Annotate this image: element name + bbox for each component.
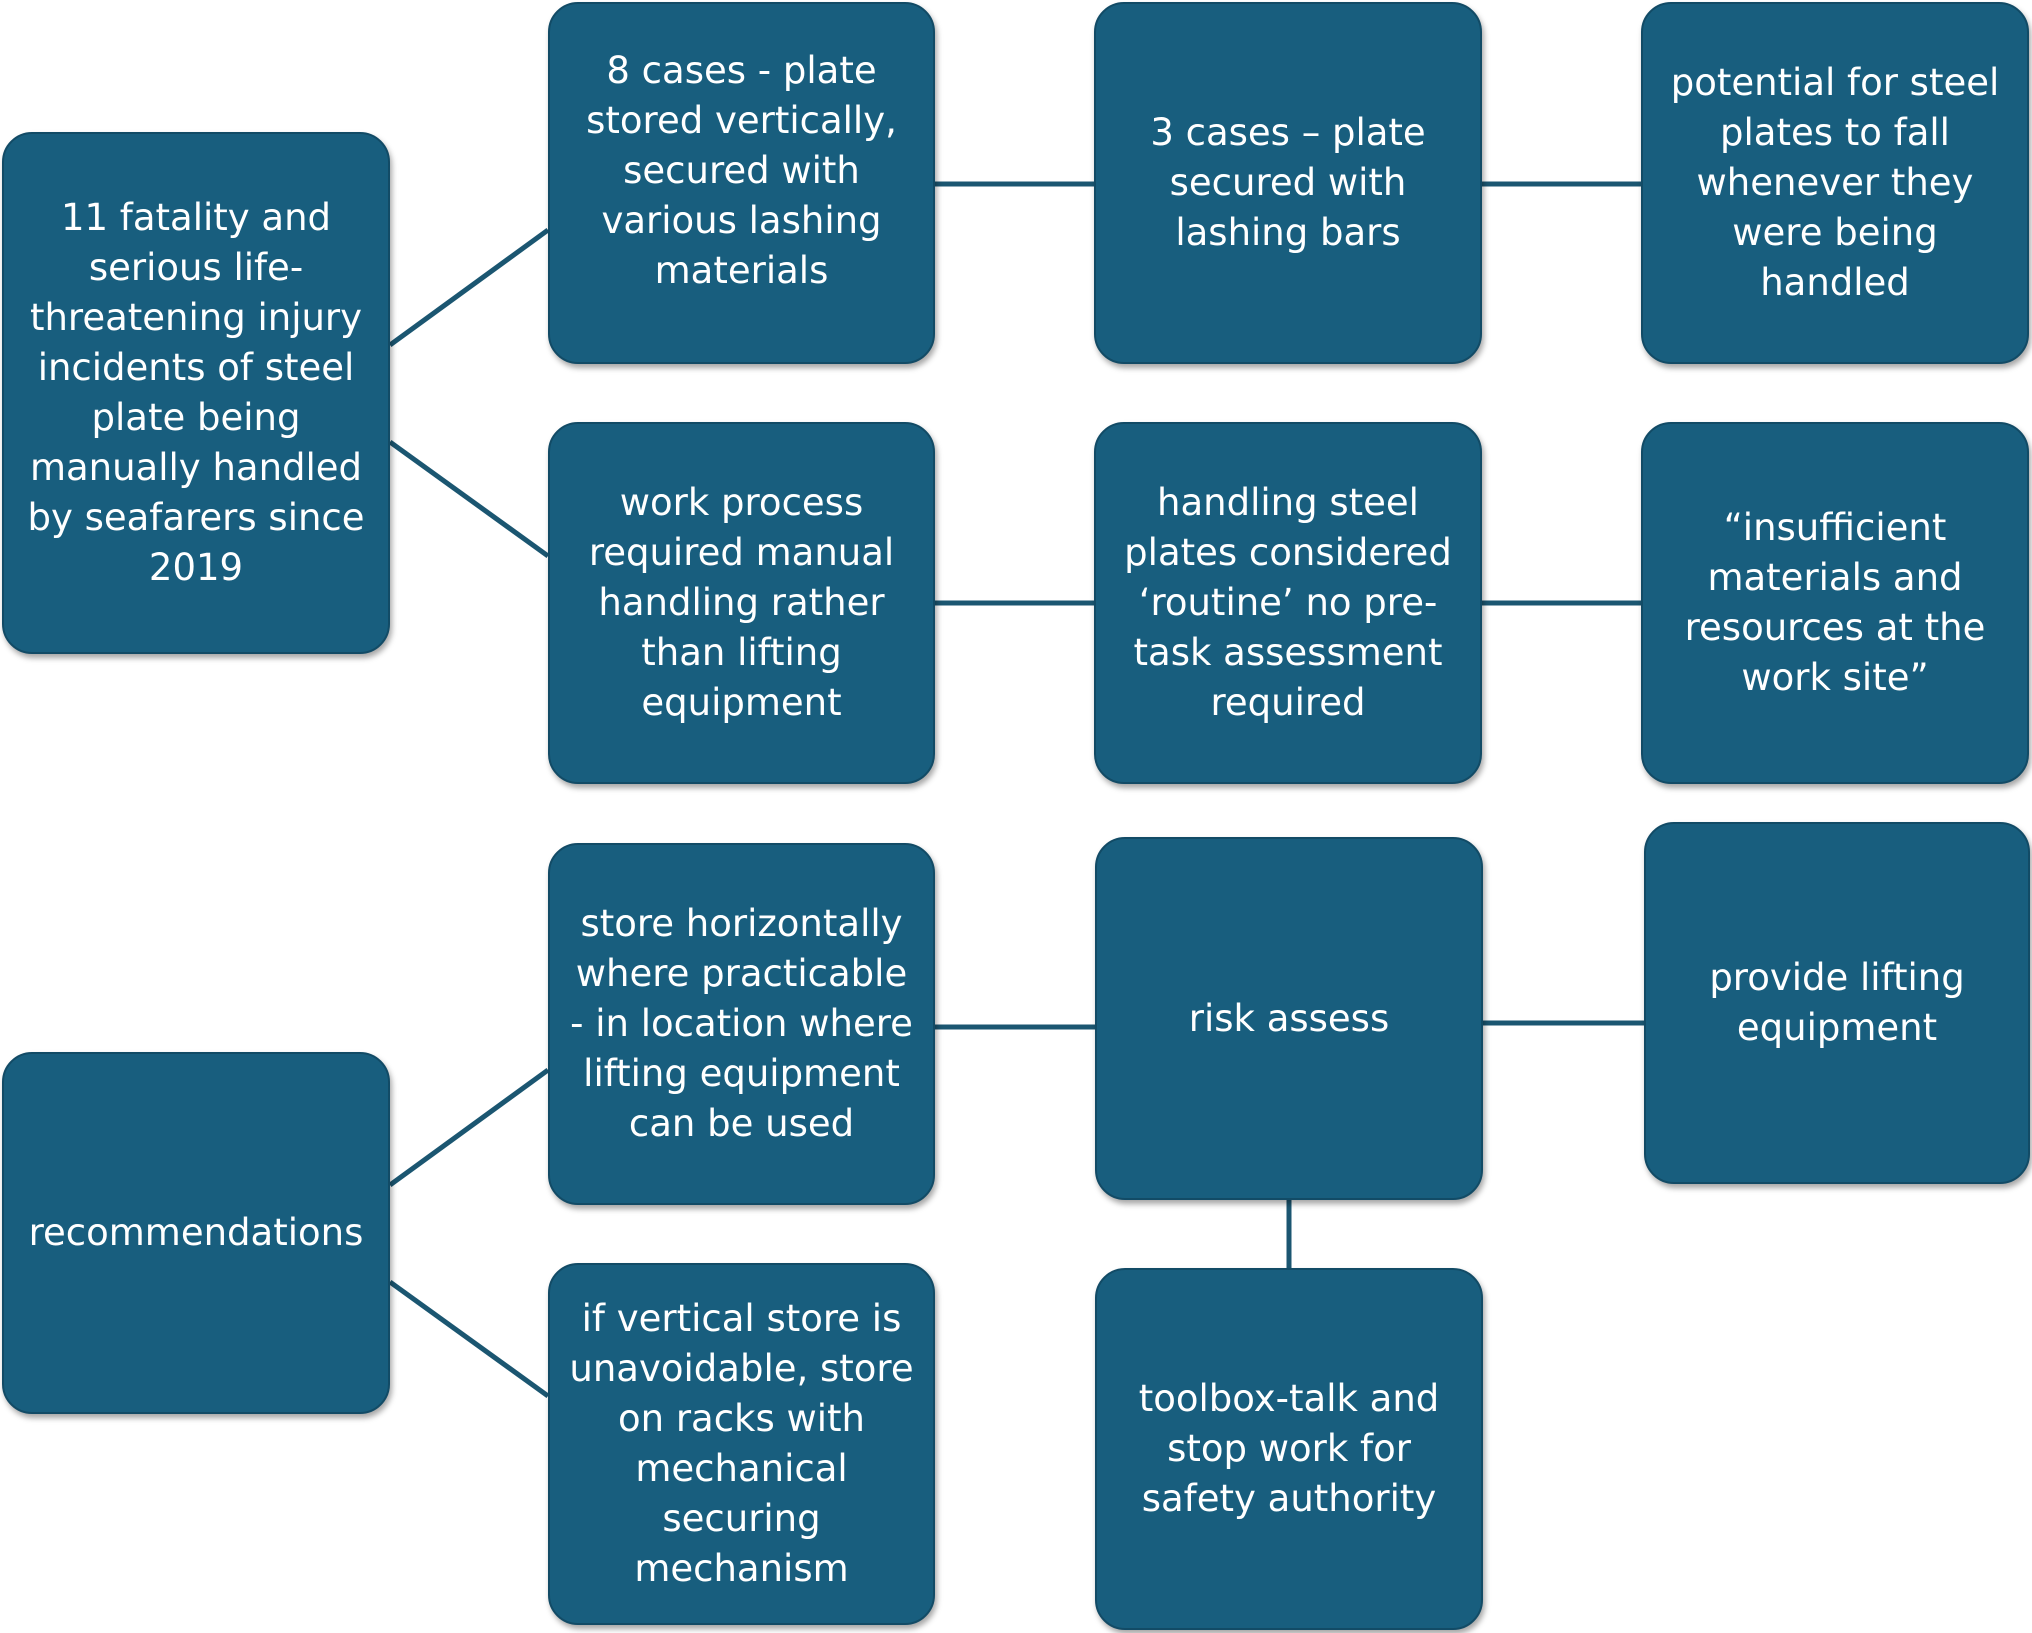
recommendations-box: recommendations — [2, 1052, 390, 1414]
connector-root-to-process — [388, 439, 550, 559]
connector-recs-to-racks — [388, 1279, 550, 1399]
connector-recs-to-horizontal — [388, 1067, 550, 1188]
risk-assess-box: risk assess — [1095, 837, 1483, 1200]
insufficient-resources-box: “insufficient materials and resources at… — [1641, 422, 2029, 784]
routine-no-assessment-box: handling steel plates considered ‘routin… — [1094, 422, 1482, 784]
store-horizontally-box: store horizontally where practicable - i… — [548, 843, 935, 1205]
plates-fall-potential-box: potential for steel plates to fall whene… — [1641, 2, 2029, 364]
vertical-storage-cases-box: 8 cases - plate stored vertically, secur… — [548, 2, 935, 364]
connector-root-to-storage — [388, 227, 550, 348]
incidents-summary-box: 11 fatality and serious life-threatening… — [2, 132, 390, 654]
provide-lifting-equipment-box: provide lifting equipment — [1644, 822, 2030, 1184]
store-on-racks-box: if vertical store is unavoidable, store … — [548, 1263, 935, 1625]
toolbox-talk-box: toolbox-talk and stop work for safety au… — [1095, 1268, 1483, 1630]
manual-handling-process-box: work process required manual handling ra… — [548, 422, 935, 784]
lashing-bars-cases-box: 3 cases – plate secured with lashing bar… — [1094, 2, 1482, 364]
